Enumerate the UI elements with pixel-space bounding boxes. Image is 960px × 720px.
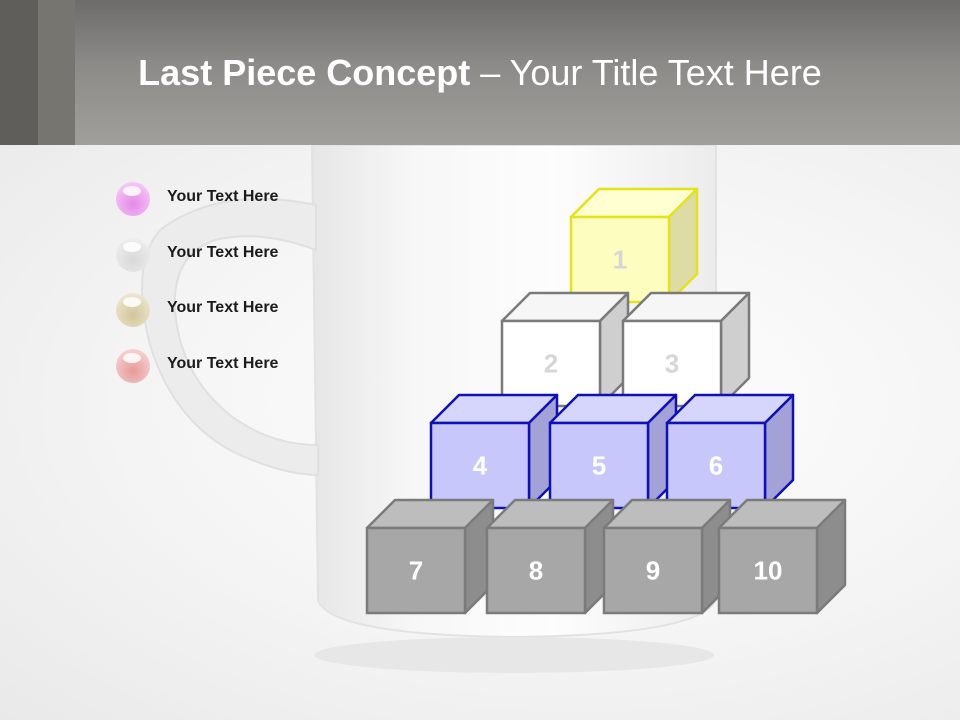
header-stripe xyxy=(38,0,75,145)
cube-label: 6 xyxy=(709,451,723,481)
cube-label: 4 xyxy=(473,451,488,481)
cube-front-face xyxy=(621,319,723,408)
header-stripe xyxy=(0,0,38,145)
legend-item: Your Text Here xyxy=(112,347,372,387)
cube-front-face xyxy=(485,526,587,615)
legend-item: Your Text Here xyxy=(112,291,372,331)
cube-front-face xyxy=(717,526,819,615)
cube-front-face xyxy=(500,319,602,408)
cube-4: 4 xyxy=(429,393,559,510)
cube-1: 1 xyxy=(569,187,699,304)
cube-front-face xyxy=(602,526,704,615)
legend-item: Your Text Here xyxy=(112,236,372,276)
cube-label: 3 xyxy=(665,349,679,379)
cube-label: 8 xyxy=(529,556,543,586)
cube-label: 9 xyxy=(646,556,660,586)
cube-label: 1 xyxy=(613,245,627,275)
cube-9: 9 xyxy=(602,498,732,615)
cube-8: 8 xyxy=(485,498,615,615)
pink-bubble-icon xyxy=(116,182,150,216)
cube-10: 10 xyxy=(717,498,847,615)
legend-label: Your Text Here xyxy=(167,355,279,372)
cube-label: 2 xyxy=(544,349,558,379)
white-bubble-icon xyxy=(116,238,150,272)
legend-item: Your Text Here xyxy=(112,180,372,220)
cube-front-face xyxy=(569,215,671,304)
cube-2: 2 xyxy=(500,291,630,408)
cube-3: 3 xyxy=(621,291,751,408)
cube-label: 7 xyxy=(409,556,423,586)
cube-6: 6 xyxy=(665,393,795,510)
title-dash: – xyxy=(470,52,510,93)
cube-5: 5 xyxy=(548,393,678,510)
legend-label: Your Text Here xyxy=(167,244,279,261)
title-subtitle: Your Title Text Here xyxy=(509,52,822,93)
beige-bubble-icon xyxy=(116,293,150,327)
legend-label: Your Text Here xyxy=(167,299,279,316)
rose-bubble-icon xyxy=(116,349,150,383)
cube-front-face xyxy=(429,421,531,510)
cube-label: 10 xyxy=(754,556,783,586)
cube-label: 5 xyxy=(592,451,606,481)
title-main: Last Piece Concept xyxy=(138,52,471,93)
cube-7: 7 xyxy=(365,498,495,615)
legend-label: Your Text Here xyxy=(167,188,279,205)
slide-title: Last Piece Concept – Your Title Text Her… xyxy=(0,52,960,94)
title-bar: Last Piece Concept – Your Title Text Her… xyxy=(0,0,960,145)
cube-front-face xyxy=(365,526,467,615)
